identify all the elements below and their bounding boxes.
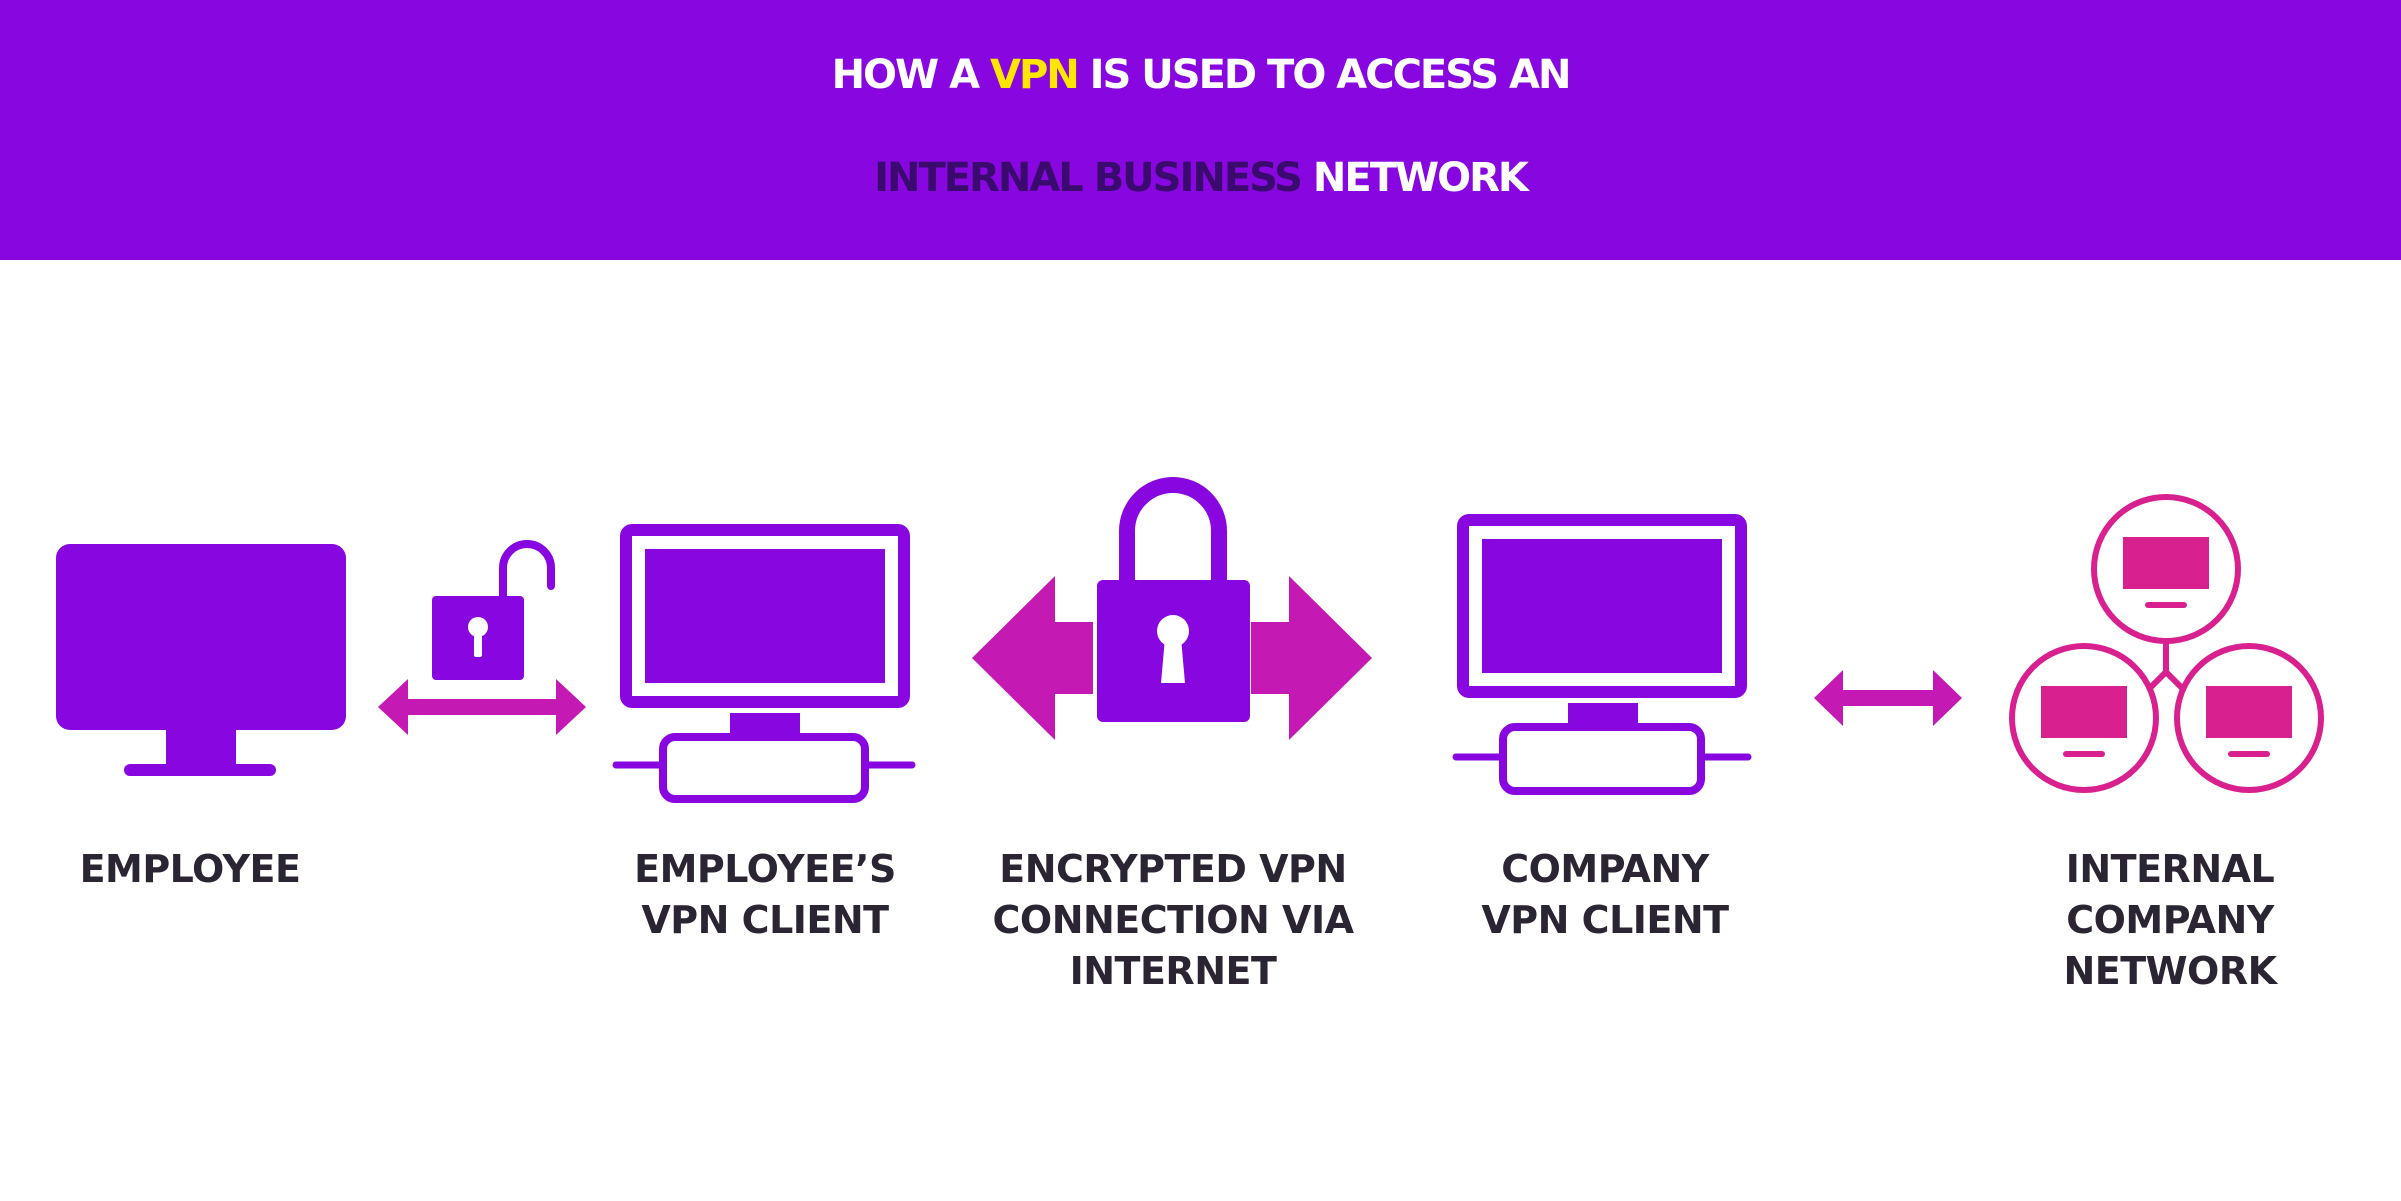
label-line: COMPANY <box>2066 898 2274 942</box>
label-internal-network: INTERNAL COMPANY NETWORK <box>2020 844 2320 997</box>
open-padlock-icon <box>432 540 555 680</box>
label-employee-vpn-client: EMPLOYEE’S VPN CLIENT <box>600 844 930 946</box>
title-segment: NETWORK <box>1312 155 1529 201</box>
label-line: NETWORK <box>2063 949 2277 993</box>
label-line: EMPLOYEE <box>79 847 301 891</box>
label-line: INTERNAL <box>2065 847 2275 891</box>
label-line: VPN CLIENT <box>1481 898 1729 942</box>
computer-icon <box>1452 514 1752 795</box>
label-encrypted-connection: ENCRYPTED VPN CONNECTION VIA INTERNET <box>968 844 1378 997</box>
title-segment-dark: INTERNAL BUSINESS <box>874 155 1313 201</box>
desktop-monitor-icon <box>56 544 346 776</box>
title-segment: HOW A <box>831 52 990 98</box>
label-company-vpn-client: COMPANY VPN CLIENT <box>1440 844 1770 946</box>
header-banner: HOW A VPN IS USED TO ACCESS AN INTERNAL … <box>0 0 2401 260</box>
title-line-2: INTERNAL BUSINESS NETWORK <box>0 128 2401 228</box>
label-line: CONNECTION VIA <box>992 898 1355 942</box>
title-line-1: HOW A VPN IS USED TO ACCESS AN <box>0 25 2401 125</box>
title-segment: IS USED TO ACCESS AN <box>1077 52 1572 98</box>
label-line: COMPANY <box>1501 847 1709 891</box>
label-line: EMPLOYEE’S <box>634 847 896 891</box>
network-nodes-icon <box>2009 494 2324 793</box>
label-line: ENCRYPTED VPN <box>999 847 1347 891</box>
computer-icon <box>612 524 916 803</box>
double-arrow-icon <box>378 679 586 735</box>
double-arrow-icon <box>1814 670 1962 726</box>
title-highlight-vpn: VPN <box>990 52 1080 98</box>
large-double-arrow-icon <box>972 576 1372 740</box>
label-line: INTERNET <box>1069 949 1277 993</box>
label-employee: EMPLOYEE <box>40 844 340 895</box>
label-line: VPN CLIENT <box>641 898 889 942</box>
closed-padlock-icon <box>1097 477 1250 722</box>
